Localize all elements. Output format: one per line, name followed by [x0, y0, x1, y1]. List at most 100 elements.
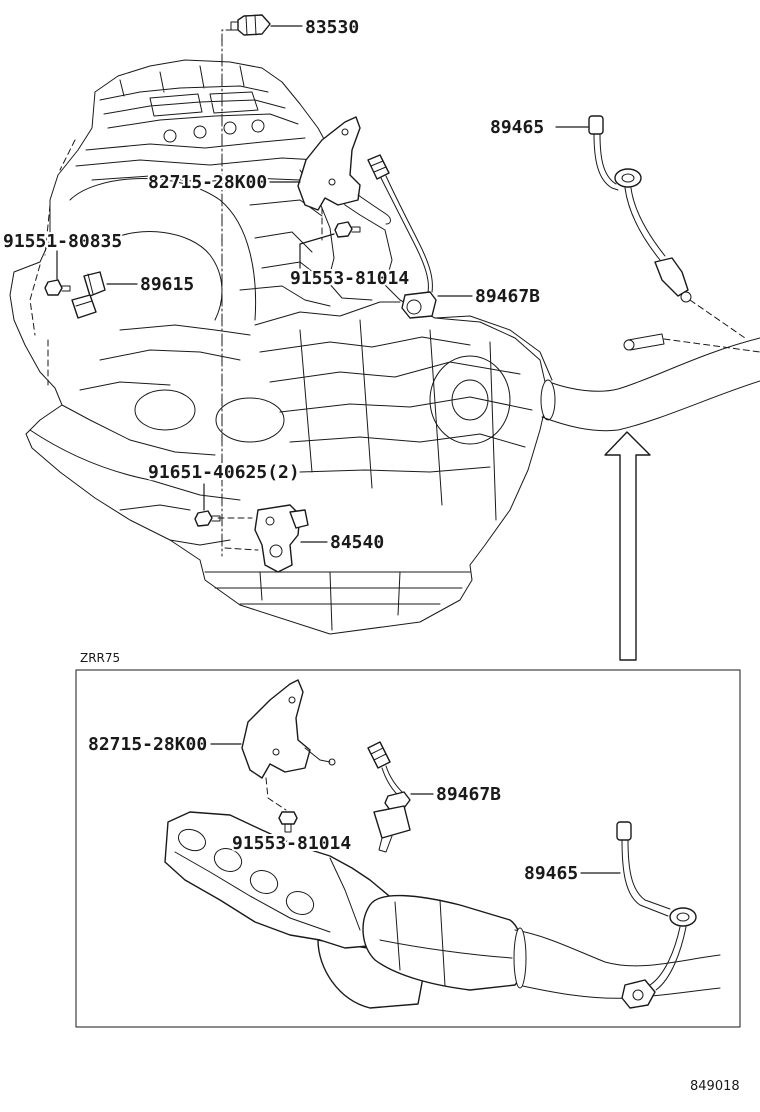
bracket-hole [288, 696, 296, 704]
sensor-89465-mount-line [689, 299, 746, 339]
sensor-83530-body [237, 14, 271, 36]
callout-91553-81014[interactable]: 91553-81014 [288, 266, 411, 291]
inset-bracket-body [241, 679, 311, 779]
callout-84540[interactable]: 84540 [328, 530, 386, 555]
inset-callout-91553-81014[interactable]: 91553-81014 [230, 831, 353, 856]
sensor-89465-body [654, 257, 689, 297]
sensor-89465-wire-upper [593, 133, 619, 191]
illustration-number: 849018 [690, 1079, 740, 1094]
spark-plug-boss [163, 129, 177, 143]
oil-pan-detail [204, 571, 471, 631]
callout-89467B[interactable]: 89467B [473, 284, 542, 309]
callout-83530[interactable]: 83530 [303, 15, 361, 40]
sensor-89465-grommet-inner [621, 173, 635, 183]
inset-sensor-89467B-tip [378, 835, 393, 853]
sensor-89467B [367, 154, 473, 319]
bracket-82715-28K00 [269, 116, 391, 241]
transaxle-hidden-outline [29, 139, 76, 386]
engine-transaxle-assembly [9, 29, 549, 635]
case-boss [215, 397, 285, 443]
inset-bracket-pigtail [304, 747, 331, 763]
switch-hidden-lines [217, 517, 259, 551]
inset-box [75, 669, 741, 1028]
sensor-89467B-connector-detail [370, 160, 387, 173]
bolt-shank [351, 226, 361, 233]
inset-callouts: 82715-28K00 89467B 91553-81014 89465 [86, 732, 580, 886]
bracket-hole [328, 178, 336, 186]
inset-sensor-89467B-body [373, 805, 411, 839]
engine-top-detail [75, 65, 319, 183]
switch-84540-hole [265, 516, 275, 526]
inset-bolt-91553-81014 [278, 811, 298, 833]
inset-sensor-89465-grommet-inner [676, 912, 690, 922]
inset-exhaust-pipe-top [514, 929, 721, 967]
pipe-hanger-line [663, 338, 760, 353]
inset-sensor-89465-wire-lower [649, 926, 687, 991]
differential-housing [429, 355, 511, 445]
sensor-89467B-face [406, 299, 422, 315]
manifold-port [213, 848, 243, 872]
converter-detail [379, 899, 513, 987]
spark-plug-boss [193, 125, 207, 139]
bolt-91553-81014 [299, 221, 361, 269]
sensor-89465-tip [680, 291, 692, 303]
sensor-89465-plug [588, 115, 604, 135]
callout-91551-80835[interactable]: 91551-80835 [1, 229, 124, 254]
sensor-89615 [71, 271, 138, 319]
callout-82715-28K00[interactable]: 82715-28K00 [146, 170, 269, 195]
inset-frame [75, 669, 741, 1028]
inset-sensor-89465-plug [616, 821, 632, 841]
inset-callout-82715-28K00[interactable]: 82715-28K00 [86, 732, 209, 757]
callout-89465[interactable]: 89465 [488, 115, 546, 140]
callout-89615[interactable]: 89615 [138, 272, 196, 297]
switch-84540-connector [289, 509, 309, 529]
bolt-shank [211, 515, 221, 522]
sensor-89467B-body [401, 291, 437, 319]
inset-sensor-89465-grommet [669, 907, 697, 927]
bolt-91551-80835 [44, 250, 71, 296]
bolt-shank [284, 823, 292, 833]
bracket-hole [341, 128, 349, 136]
pipe-hanger-rod-end [623, 339, 635, 351]
inset-model-label: ZRR75 [80, 651, 120, 665]
exhaust-pipe-bottom [541, 380, 760, 432]
bolt-head [278, 811, 298, 825]
exhaust-pipe-top [551, 337, 760, 392]
transaxle-case-detail [29, 178, 257, 546]
sensor-89465-wire-lower [624, 187, 666, 261]
exhaust-pipe [434, 299, 760, 432]
catalytic-converter [362, 894, 524, 991]
engine-side-detail [239, 169, 373, 307]
inset-bracket-pigtail-end [328, 758, 336, 766]
inset-sensor-89467B-connector-detail [370, 747, 387, 761]
main-callouts: 83530 89465 82715-28K00 91551-80835 8961… [1, 15, 546, 555]
inset-bracket-bolt-line [265, 777, 287, 811]
exhaust-flange [540, 379, 556, 421]
switch-84540-shaft [269, 544, 283, 558]
inset-sensor-89465-face [632, 989, 644, 1001]
gearbox-ribs [254, 301, 533, 521]
inset-callout-89467B[interactable]: 89467B [434, 782, 503, 807]
sensor-89467B-wire [380, 175, 433, 293]
inset-sensor-89465 [580, 821, 697, 1009]
sensor-89465 [555, 115, 692, 303]
bracket-pigtail [357, 194, 391, 225]
manifold-port [177, 828, 207, 852]
inset-bracket-82715-28K00 [210, 679, 336, 811]
differential-housing-inner [451, 379, 489, 421]
callout-91651-40625[interactable]: 91651-40625(2) [146, 460, 302, 485]
inset-callout-89465[interactable]: 89465 [522, 861, 580, 886]
inset-exhaust-pipe-bottom [517, 984, 721, 999]
sensor-89615-detail [75, 273, 94, 307]
inset-sensor-89467B [367, 741, 434, 853]
leader-line-91553-81014 [299, 233, 335, 269]
manifold-port [285, 891, 315, 915]
exhaust-manifold-edge [434, 315, 553, 381]
sensor-83530 [230, 14, 303, 36]
bolt-head [334, 221, 353, 238]
switch-84540 [254, 504, 328, 573]
bracket-hole [272, 748, 280, 756]
sensor-89615-connector [71, 294, 97, 319]
case-boss [134, 389, 196, 431]
